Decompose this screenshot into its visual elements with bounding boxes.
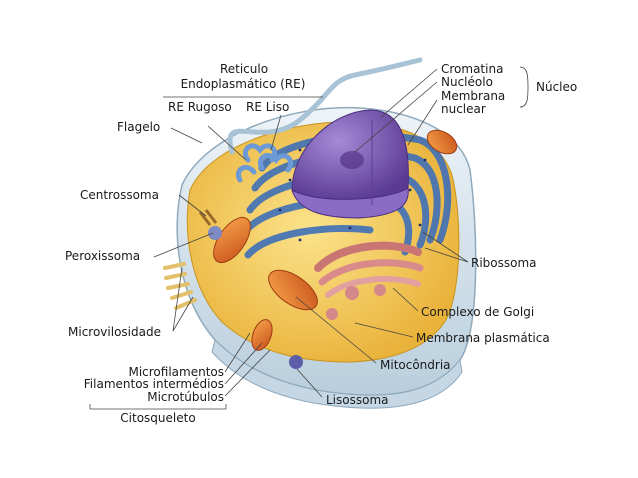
label-membrana-nuclear-1: Membrana (441, 89, 506, 103)
label-membrana-nuclear-2: nuclear (441, 102, 486, 116)
leader-lines (89, 66, 529, 410)
nucleolus-shape (340, 151, 364, 169)
peroxisome-shape (208, 226, 222, 240)
flagellum-shape (227, 57, 423, 155)
label-complexo-golgi: Complexo de Golgi (421, 305, 535, 319)
label-filamentos-intermedios: Filamentos intermédios (83, 377, 224, 391)
label-flagelo: Flagelo (117, 120, 161, 134)
label-citosqueleto: Citosqueleto (120, 411, 196, 425)
microvilli-shape (163, 262, 197, 310)
label-nucleo: Núcleo (536, 80, 578, 94)
label-microfilamentos: Microfilamentos (128, 365, 224, 379)
smooth-er-shape (236, 143, 294, 183)
golgi-shape (314, 241, 424, 298)
label-peroxissoma: Peroxissoma (65, 249, 141, 263)
mitochondria-shapes (213, 129, 458, 351)
label-microtubulos: Microtúbulos (147, 390, 224, 404)
lysosome-shape (289, 355, 303, 369)
label-lisossoma: Lisossoma (326, 393, 389, 407)
label-centrossoma: Centrossoma (80, 188, 159, 202)
label-membrana-plasmatica: Membrana plasmática (416, 331, 550, 345)
nucleus-cut-face (291, 187, 409, 219)
label-microvilosidade: Microvilosidade (68, 325, 161, 339)
cell-base-shape (211, 339, 463, 409)
label-cromatina: Cromatina (441, 62, 504, 76)
label-ribossoma: Ribossoma (471, 256, 537, 270)
label-re-rugoso: RE Rugoso (168, 100, 232, 114)
label-nucleolo: Nucléolo (441, 75, 493, 89)
label-mitocondria: Mitocôndria (380, 358, 451, 372)
centrosome-shape (198, 209, 218, 226)
label-reticulo-line1: Reticulo (219, 62, 269, 76)
label-reticulo-line2: Endoplasmático (RE) (180, 77, 306, 91)
label-re-liso: RE Liso (246, 100, 290, 114)
